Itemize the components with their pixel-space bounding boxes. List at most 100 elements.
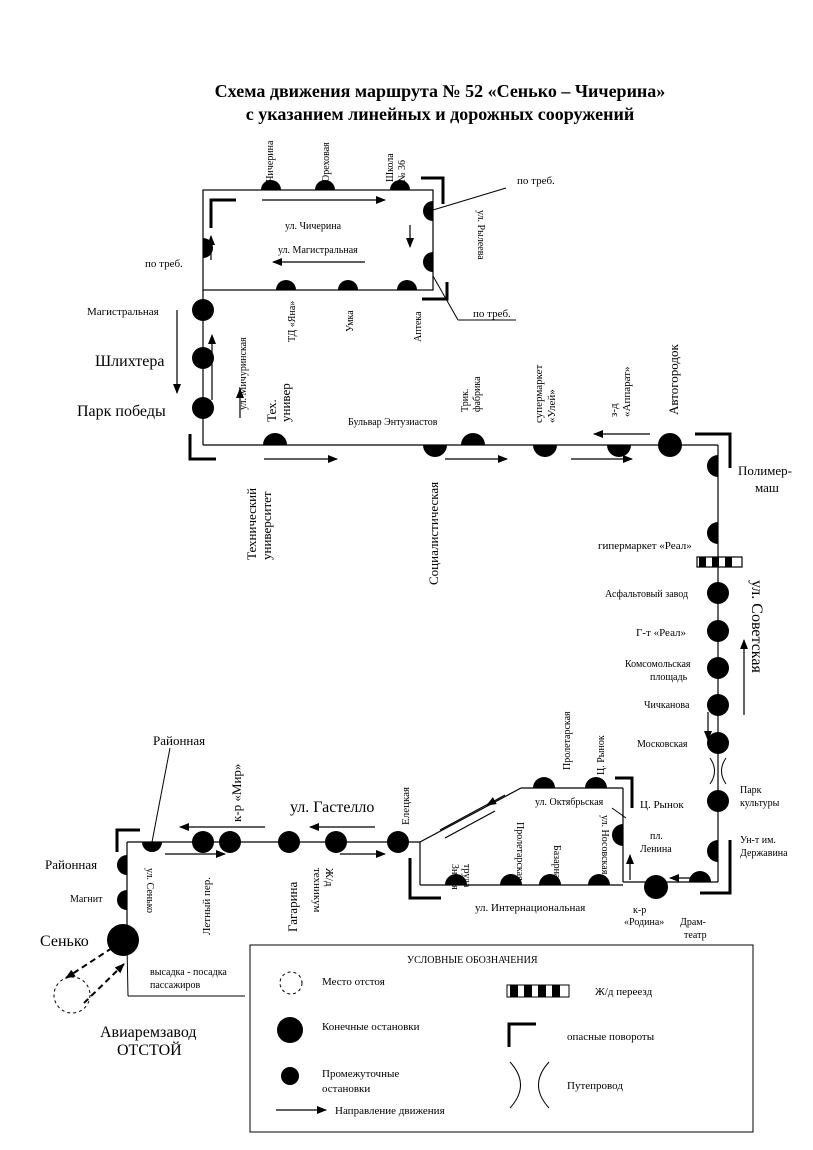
street-magistralnaya: ул. Магистральная: [278, 245, 358, 256]
legend-napravlenie: Направление движения: [335, 1105, 445, 1117]
stop-shkola36[interactable]: [390, 180, 410, 190]
stop-gt-real[interactable]: [707, 620, 729, 642]
label-tekh-universitet-2: университет: [259, 491, 274, 560]
stop-apteka[interactable]: [397, 280, 417, 290]
stop-ts-rynok-top[interactable]: [585, 777, 607, 788]
stop-orekhovaya[interactable]: [315, 180, 335, 190]
stop-td-yana[interactable]: [276, 280, 296, 290]
label-rayonnaya: Районная: [45, 857, 97, 872]
label-letny: Летный пер.: [201, 877, 213, 935]
legend-pereezd-icon: [506, 984, 570, 998]
label-pl-lenina-1: пл.: [650, 831, 663, 842]
label-socialisticheskaya: Социалистическая: [426, 482, 441, 585]
stop-park-pobedy[interactable]: [192, 397, 214, 419]
stop-kr-rodina[interactable]: [644, 875, 668, 899]
stop-shlikhtera[interactable]: [192, 347, 214, 369]
label-asfaltovy: Асфальтовый завод: [605, 589, 688, 600]
label-michurinskaya: ул. Мичуринская: [238, 337, 249, 410]
label-dramteatr-2: театр: [684, 930, 707, 941]
stop-bazarnaya[interactable]: [539, 874, 561, 885]
label-polimermash-2: маш: [755, 480, 779, 495]
map-title-line2: с указанием линейных и дорожных сооружен…: [246, 104, 634, 124]
stop-tekh-univer[interactable]: [263, 433, 287, 445]
stop-znamya-truda[interactable]: [445, 874, 467, 885]
label-znamya-2: труда: [461, 864, 472, 888]
stop-umka[interactable]: [338, 280, 358, 290]
legend-heading: УСЛОВНЫЕ ОБОЗНАЧЕНИЯ: [407, 955, 538, 966]
stop-chicherina[interactable]: [261, 180, 281, 190]
stop-ryleeva-1[interactable]: [423, 201, 433, 221]
stop-magistralnaya[interactable]: [192, 299, 214, 321]
label-gipermarket: гипермаркет «Реал»: [598, 540, 692, 552]
stop-letny[interactable]: [192, 831, 214, 853]
label-unt-1: Ун-т им.: [740, 835, 776, 846]
intermediate-stops: [117, 180, 729, 910]
stop-socialisticheskaya[interactable]: [423, 445, 447, 457]
label-avtogorodok: Автогородок: [666, 344, 681, 415]
stop-ryleeva-2[interactable]: [423, 252, 433, 272]
stop-asfaltovy[interactable]: [707, 582, 729, 604]
label-trik-fabrika-2: фабрика: [472, 376, 483, 412]
stop-gipermarket-real[interactable]: [707, 522, 718, 544]
label-unt-2: Державина: [740, 848, 788, 859]
oktyabrskaya-arrows: [439, 794, 506, 839]
terminal-stop-senko[interactable]: [107, 924, 139, 956]
stop-polimermash[interactable]: [707, 455, 718, 477]
legend-puteprovod: Путепровод: [567, 1080, 623, 1092]
label-tekh-universitet-1: Технический: [244, 488, 259, 560]
map-title-line1: Схема движения маршрута № 52 «Сенько – Ч…: [215, 81, 666, 101]
legend-puteprovod-icon: [509, 1061, 550, 1109]
label-supermarket-1: супермаркет: [533, 364, 545, 423]
stop-unt-derzhavina[interactable]: [707, 840, 718, 862]
label-polimermash-1: Полимер-: [738, 463, 792, 478]
legend-povoroty-icon: [507, 1022, 536, 1047]
overpass: [709, 757, 727, 785]
stop-chichkanova[interactable]: [707, 694, 729, 716]
label-umka: Умка: [345, 310, 356, 332]
stop-po-treb[interactable]: [203, 238, 213, 258]
legend-promezhutochnye-icon: [281, 1067, 299, 1085]
stop-gagarina[interactable]: [278, 831, 300, 853]
stop-rayonnaya-top[interactable]: [142, 842, 162, 852]
stop-pl-lenina[interactable]: [612, 824, 623, 846]
dangerous-turns: [115, 176, 732, 900]
label-chichkanova: Чичканова: [644, 700, 690, 711]
label-ts-rynok: Ц. Рынок: [640, 799, 684, 811]
label-magistralnaya: Магистральная: [87, 306, 159, 318]
label-shkola36-1: Школа: [385, 153, 396, 182]
legend-konechnye: Конечные остановки: [322, 1021, 420, 1033]
stop-moskovskaya[interactable]: [707, 732, 729, 754]
label-vysadka-2: пассажиров: [150, 980, 200, 991]
stop-rayonnaya[interactable]: [117, 855, 127, 875]
label-pl-lenina-2: Ленина: [640, 844, 672, 855]
label-park-pobedy: Парк победы: [77, 403, 166, 420]
label-tekh-univer-2: универ: [278, 383, 293, 422]
stop-avtogorodok[interactable]: [658, 433, 682, 457]
stop-magnit[interactable]: [117, 890, 127, 910]
label-aviaremzavod: Авиаремзавод: [100, 1024, 197, 1041]
stop-proletarskaya-top[interactable]: [533, 777, 555, 788]
stop-proletarskaya-in[interactable]: [500, 874, 522, 885]
stop-park-kultury[interactable]: [707, 790, 729, 812]
stop-trik-fabrika[interactable]: [461, 433, 485, 445]
label-otstoy: ОТСТОЙ: [117, 1040, 182, 1059]
label-supermarket-2: «Улей»: [546, 389, 558, 423]
stop-supermarket-uley[interactable]: [533, 445, 557, 457]
depot-area: [53, 947, 125, 1014]
stop-zhd-tekhnikum[interactable]: [325, 831, 347, 853]
label-trik-fabrika-1: Трик.: [460, 389, 471, 412]
label-rayonnaya-top: Районная: [153, 733, 205, 748]
stop-eletskaya[interactable]: [387, 831, 409, 853]
legend-promezhutochnye-2: остановки: [322, 1083, 370, 1095]
street-sovetskaya: ул. Советская: [748, 580, 765, 673]
stop-kr-mir[interactable]: [219, 831, 241, 853]
label-shlikhtera: Шлихтера: [95, 353, 164, 370]
legend-box: [249, 944, 754, 1133]
stop-komsomolskaya[interactable]: [707, 657, 729, 679]
label-kr-mir: к-р «Мир»: [229, 764, 244, 822]
stop-nosovskaya[interactable]: [588, 874, 610, 885]
stop-zd-apparat[interactable]: [607, 445, 631, 457]
legend: УСЛОВНЫЕ ОБОЗНАЧЕНИЯ Место отстоя Конечн…: [249, 944, 754, 1133]
stop-dramteatr[interactable]: [689, 871, 711, 882]
label-senko: Сенько: [40, 933, 89, 950]
